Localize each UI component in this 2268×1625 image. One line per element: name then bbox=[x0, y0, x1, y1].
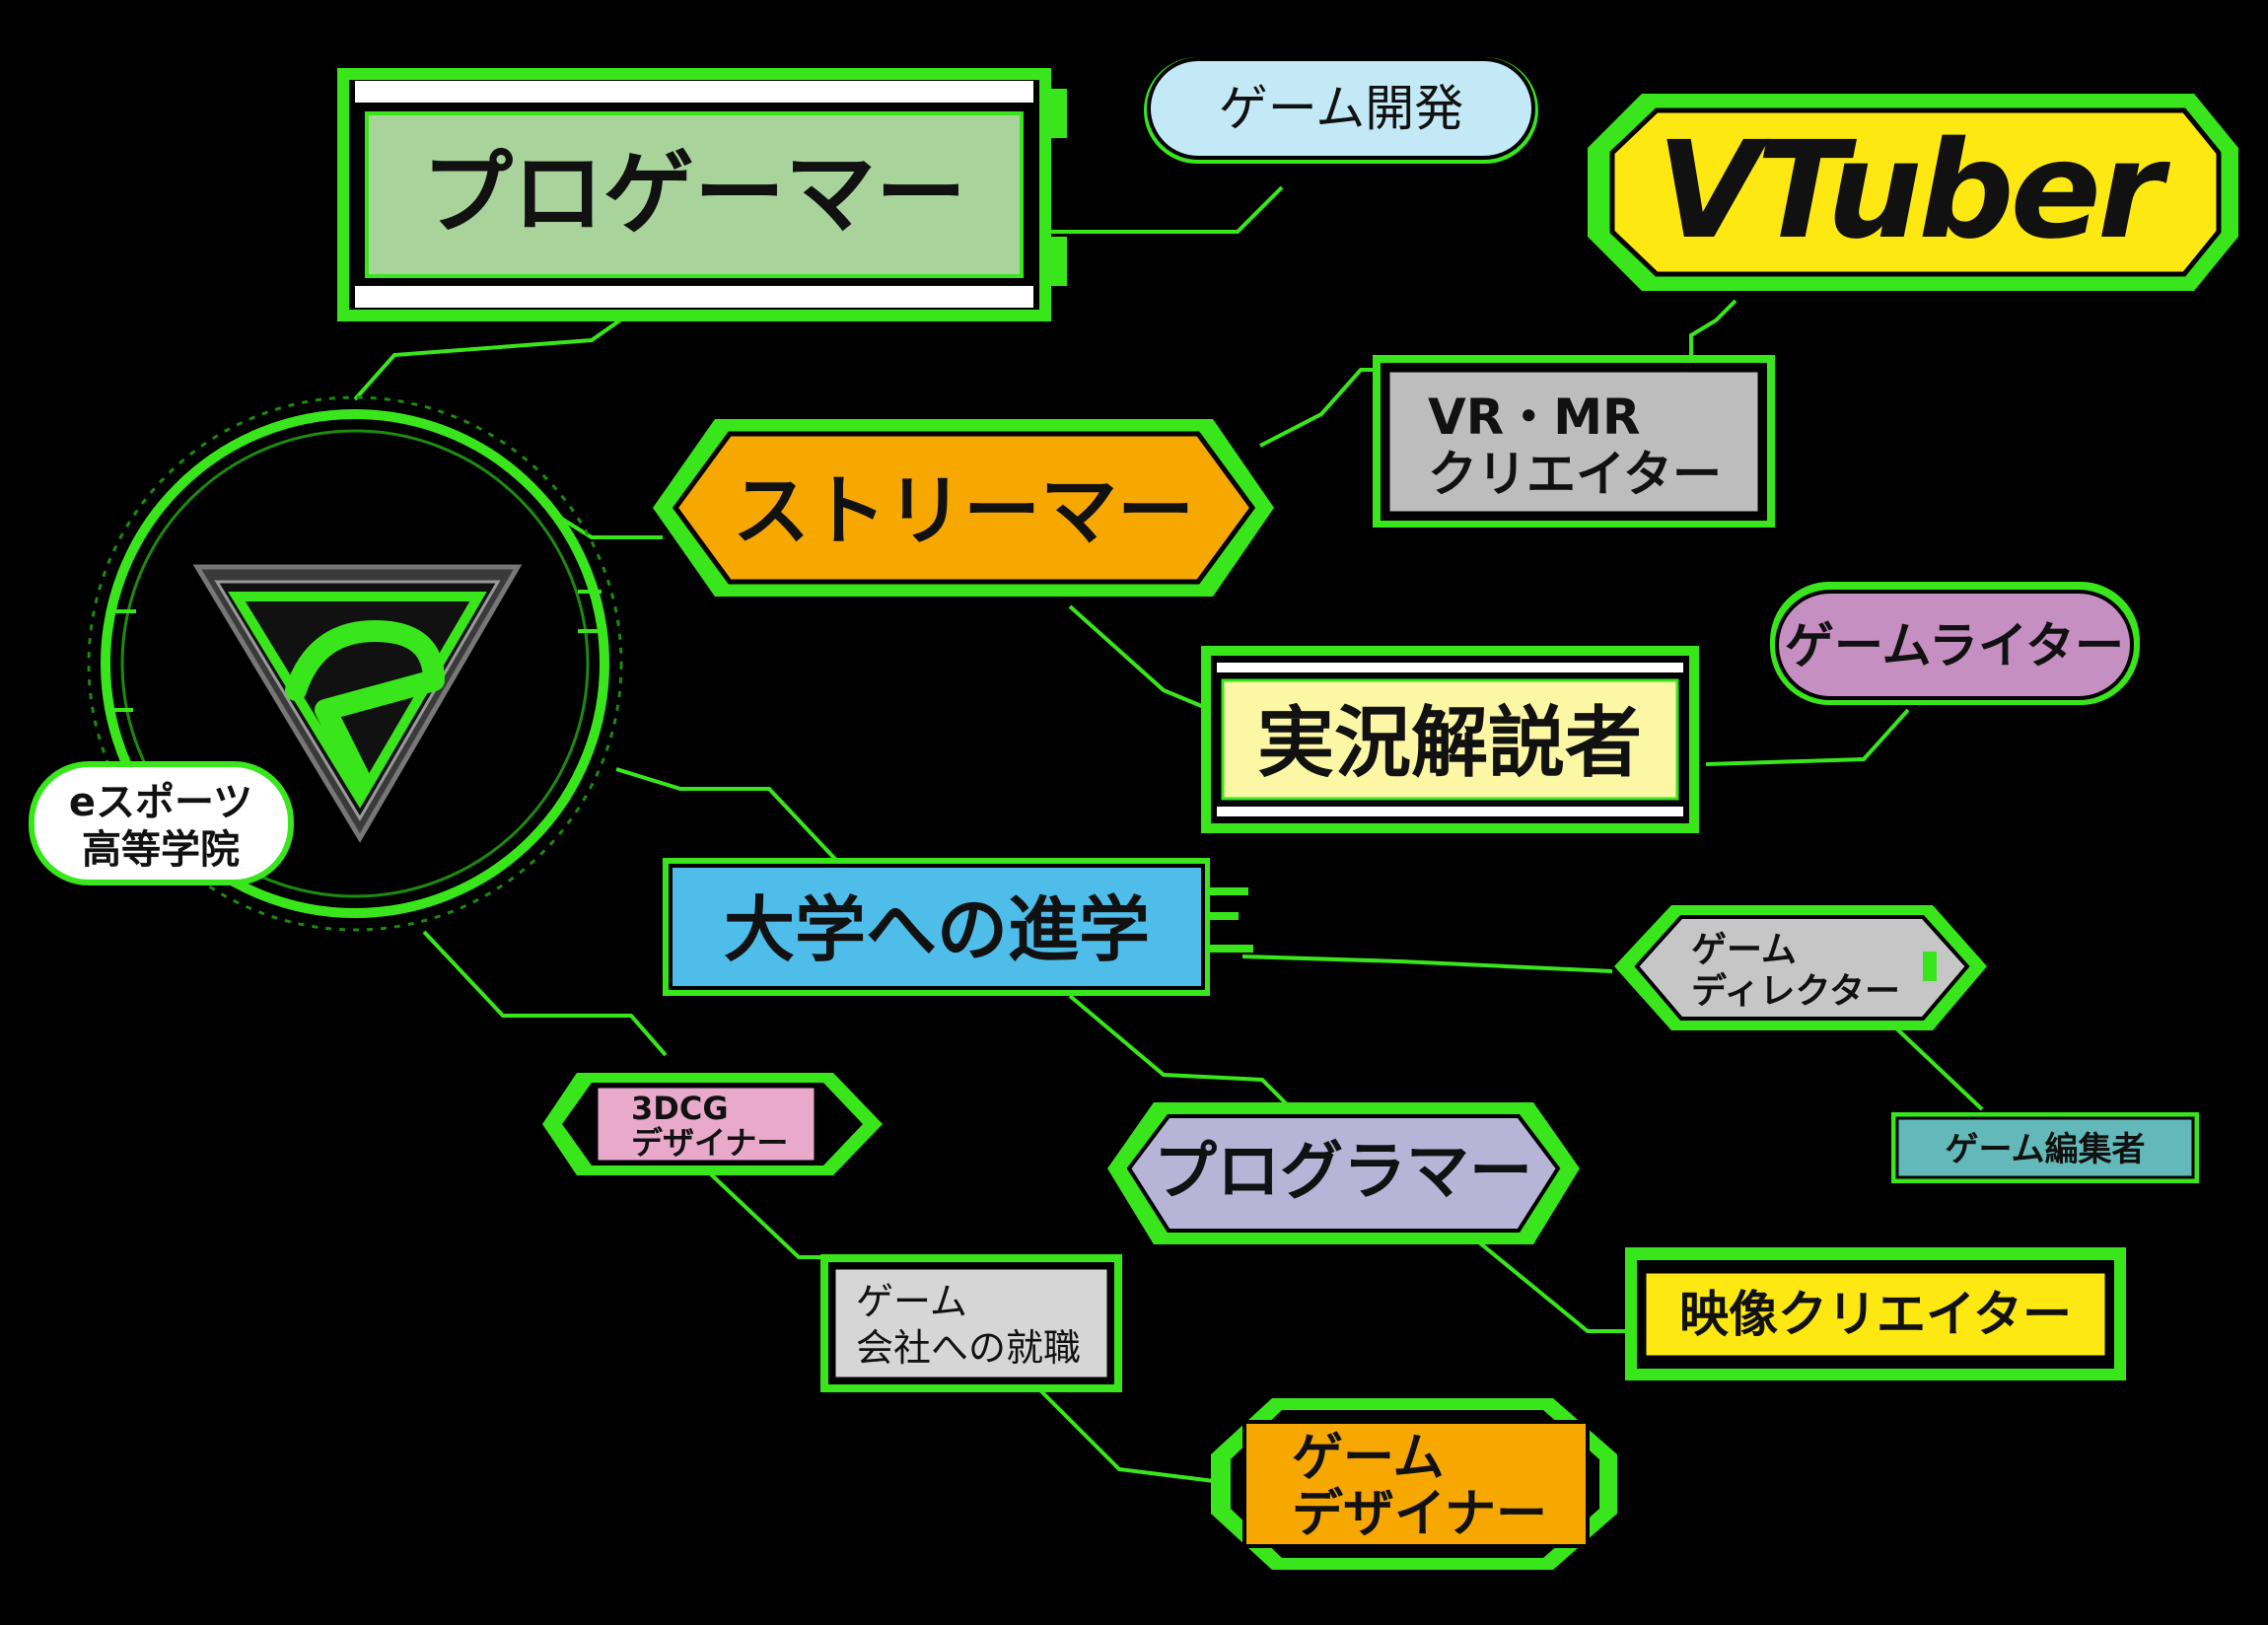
node-commentator: 実況解説者 bbox=[1201, 646, 1699, 833]
node-3dcg-designer: 3DCG デザイナー bbox=[542, 1073, 883, 1175]
game-editor-label: ゲーム編集者 bbox=[1946, 1130, 2146, 1169]
employment-label-line2: 会社への就職 bbox=[856, 1326, 1081, 1370]
node-vtuber: VTuber bbox=[1588, 94, 2238, 291]
e-shield-logo-icon bbox=[192, 564, 523, 843]
node-game-editor: ゲーム編集者 bbox=[1891, 1112, 2199, 1183]
line-director-editor bbox=[1891, 1024, 1984, 1111]
game-writer-label: ゲームライター bbox=[1785, 617, 2124, 674]
line-center-university bbox=[615, 767, 850, 875]
game-designer-label-line2: デザイナー bbox=[1292, 1485, 1547, 1544]
node-game-director: ゲーム ディレクター bbox=[1614, 905, 1987, 1030]
line-center-employment bbox=[422, 930, 668, 1057]
node-vrmr-creator: VR・MR クリエイター bbox=[1373, 355, 1775, 528]
employment-label-line1: ゲーム bbox=[856, 1280, 967, 1323]
game-dev-label: ゲーム開発 bbox=[1219, 80, 1464, 137]
node-game-company-employment: ゲーム 会社への就職 bbox=[820, 1254, 1122, 1392]
vrmr-label-line1: VR・MR bbox=[1428, 389, 1640, 446]
node-programmer: プログラマー bbox=[1107, 1102, 1580, 1244]
university-label: 大学への進学 bbox=[724, 888, 1150, 971]
line-programmer-video bbox=[1477, 1240, 1627, 1333]
school-name-line1: eスポーツ bbox=[69, 780, 252, 825]
commentator-label: 実況解説者 bbox=[1257, 699, 1642, 788]
node-university: 大学への進学 bbox=[663, 858, 1253, 996]
line-center-progamer bbox=[353, 304, 643, 401]
vtuber-label: VTuber bbox=[1657, 113, 2171, 269]
streamer-label: ストリーマー bbox=[733, 467, 1194, 556]
video-creator-label: 映像クリエイター bbox=[1679, 1286, 2072, 1343]
line-progamer-gamedev bbox=[1045, 185, 1284, 234]
line-streamer-vrmr bbox=[1259, 368, 1376, 448]
pro-gamer-label: プロゲーマー bbox=[422, 141, 966, 247]
node-game-dev: ゲーム開発 bbox=[1144, 57, 1538, 164]
node-video-creator: 映像クリエイター bbox=[1625, 1247, 2126, 1380]
programmer-label: プログラマー bbox=[1154, 1136, 1532, 1209]
node-streamer: ストリーマー bbox=[653, 419, 1274, 597]
node-pro-gamer: プロゲーマー bbox=[337, 68, 1067, 321]
line-university-programmer bbox=[1068, 994, 1294, 1111]
line-university-director bbox=[1241, 954, 1613, 973]
line-employment-designer bbox=[1033, 1383, 1239, 1486]
game-designer-label-line1: ゲーム bbox=[1292, 1429, 1444, 1488]
director-label-line1: ゲーム bbox=[1691, 930, 1797, 970]
line-commentator-writer bbox=[1705, 708, 1910, 766]
node-game-designer: ゲーム デザイナー bbox=[1211, 1398, 1617, 1570]
vrmr-label-line2: クリエイター bbox=[1428, 446, 1722, 503]
node-game-writer: ゲームライター bbox=[1770, 582, 2140, 705]
line-streamer-commentator bbox=[1068, 604, 1212, 712]
cg-label-line2: デザイナー bbox=[631, 1124, 788, 1162]
school-name-badge: eスポーツ 高等学院 bbox=[29, 761, 294, 885]
director-label-line2: ディレクター bbox=[1691, 970, 1900, 1012]
connector-lines bbox=[353, 185, 1984, 1486]
cg-label-line1: 3DCG bbox=[631, 1090, 729, 1127]
school-emblem: eスポーツ 高等学院 bbox=[29, 395, 623, 932]
line-cg-employment bbox=[708, 1171, 823, 1259]
line-vrmr-vtuber bbox=[1689, 299, 1737, 360]
school-name-line2: 高等学院 bbox=[82, 827, 240, 873]
